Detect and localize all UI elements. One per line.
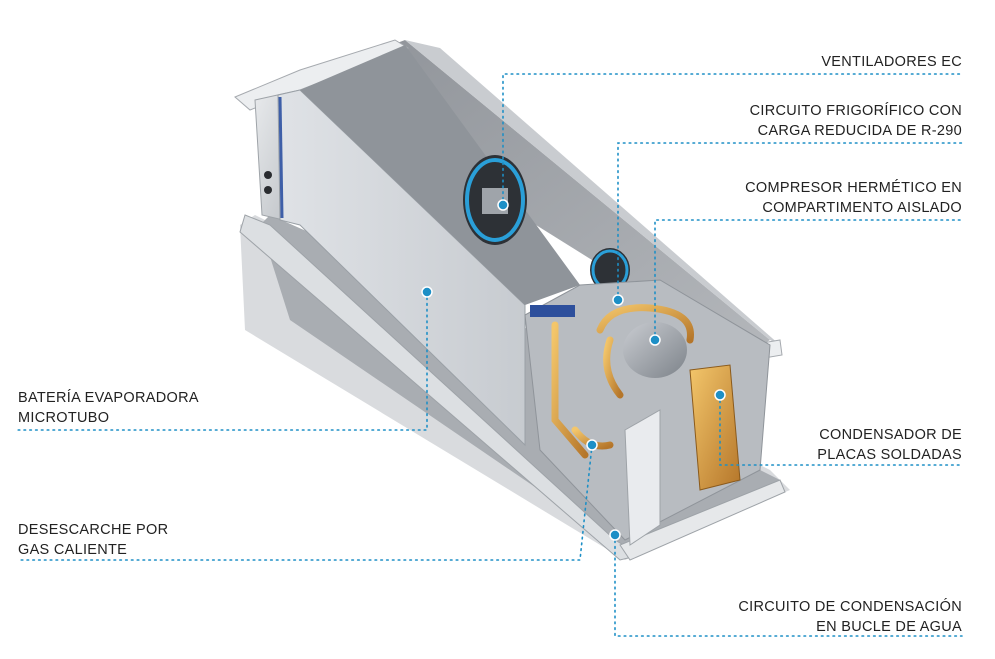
label-bateria: BATERÍA EVAPORADORA MICROTUBO [18,388,199,428]
dot-circuito-condensacion [609,529,621,541]
leader-lines [17,73,963,637]
dot-condensador [714,389,726,401]
compartment-front-panel [624,409,661,546]
label-line: EN BUCLE DE AGUA [816,619,962,635]
leader-circuito-frigorifico [617,142,963,301]
label-compresor: COMPRESOR HERMÉTICO EN COMPARTIMENTO AIS… [745,178,962,218]
label-line: COMPARTIMENTO AISLADO [762,200,962,216]
leader-ventiladores [502,73,963,206]
leader-desescarche [17,444,593,561]
dot-desescarche [586,439,598,451]
label-line: COMPRESOR HERMÉTICO EN [745,180,962,196]
label-line: CIRCUITO FRIGORÍFICO CON [749,103,962,119]
dot-compresor [649,334,661,346]
fan-1 [463,155,527,245]
casing-end-rail [619,479,786,561]
dot-circuito-frigorifico [612,294,624,306]
label-ventiladores: VENTILADORES EC [821,52,962,72]
label-line: VENTILADORES EC [821,54,962,70]
casing-right-wall [405,40,780,345]
plate-condenser [689,364,741,491]
leader-compresor [654,219,963,341]
label-condensador: CONDENSADOR DE PLACAS SOLDADAS [817,425,962,465]
top-flange-left [234,39,410,111]
evaporator-panel-top [300,45,580,305]
compressor-body [623,322,687,378]
label-circuito-frigorifico: CIRCUITO FRIGORÍFICO CON CARGA REDUCIDA … [750,101,962,141]
label-circuito-condensacion: CIRCUITO DE CONDENSACIÓN EN BUCLE DE AGU… [738,597,962,637]
dot-ventiladores [497,199,509,211]
label-line: CARGA REDUCIDA DE R-290 [757,123,962,139]
label-line: CIRCUITO DE CONDENSACIÓN [738,599,962,615]
label-line: GAS CALIENTE [18,542,128,558]
dot-bateria [421,286,433,298]
label-line: BATERÍA EVAPORADORA [18,390,199,406]
label-line: CONDENSADOR DE [819,427,962,443]
label-line: PLACAS SOLDADAS [817,447,962,463]
label-line: DESESCARCHE POR [18,522,169,538]
copper-circuit [551,304,694,459]
callout-dots [421,199,726,541]
leader-circuito-condensacion [614,534,963,637]
leader-condensador [719,394,963,466]
label-line: MICROTUBO [18,410,110,426]
leader-bateria [17,291,428,431]
label-desescarche: DESESCARCHE POR GAS CALIENTE [18,520,168,560]
